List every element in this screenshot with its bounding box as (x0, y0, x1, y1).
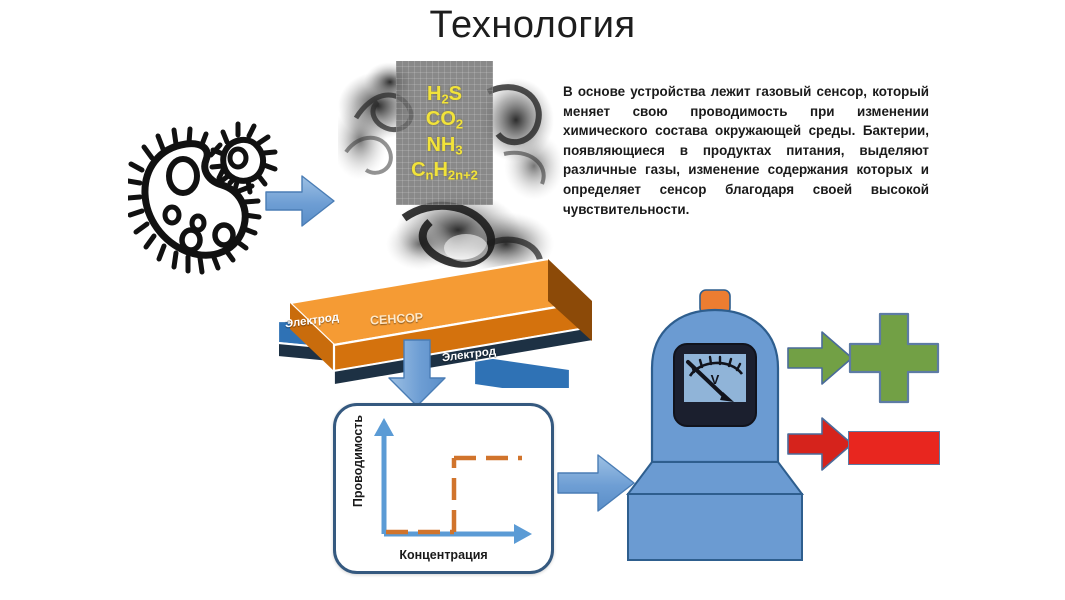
gas-molecules-panel: H2S CO2 NH3 CnH2n+2 (338, 48, 563, 283)
conductivity-chart (374, 418, 532, 544)
sensor-block: СЕНСОР Электрод Электрод (262, 243, 602, 401)
gas-detector-device: V (626, 289, 804, 561)
gauge-unit-label: V (711, 372, 720, 387)
arrow-to-positive-icon (787, 331, 853, 385)
arrow-chart-to-device-icon (557, 454, 635, 512)
chart-x-axis-label: Концентрация (399, 548, 488, 562)
description-text: В основе устройства лежит газовый сенсор… (563, 84, 929, 217)
page-title: Технология (429, 4, 636, 46)
arrow-bacteria-to-gas-icon (265, 175, 335, 227)
arrow-to-negative-icon (787, 417, 853, 471)
chart-y-axis-label: Проводимость (351, 414, 365, 508)
formula-cnh2n2: CnH2n+2 (411, 158, 478, 183)
gas-formula-list: H2S CO2 NH3 CnH2n+2 (396, 61, 493, 205)
negative-result-minus-icon (848, 431, 940, 465)
formula-co2: CO2 (425, 108, 464, 132)
arrow-sensor-to-chart-icon (388, 339, 446, 407)
conductivity-chart-card: Проводимость Концентрация (333, 403, 554, 574)
formula-nh3: NH3 (426, 133, 463, 158)
formula-h2s: H2S (426, 82, 463, 107)
positive-result-plus-icon (848, 312, 940, 404)
sensor-3d-shape (276, 257, 595, 401)
bacteria-icon (128, 121, 278, 275)
